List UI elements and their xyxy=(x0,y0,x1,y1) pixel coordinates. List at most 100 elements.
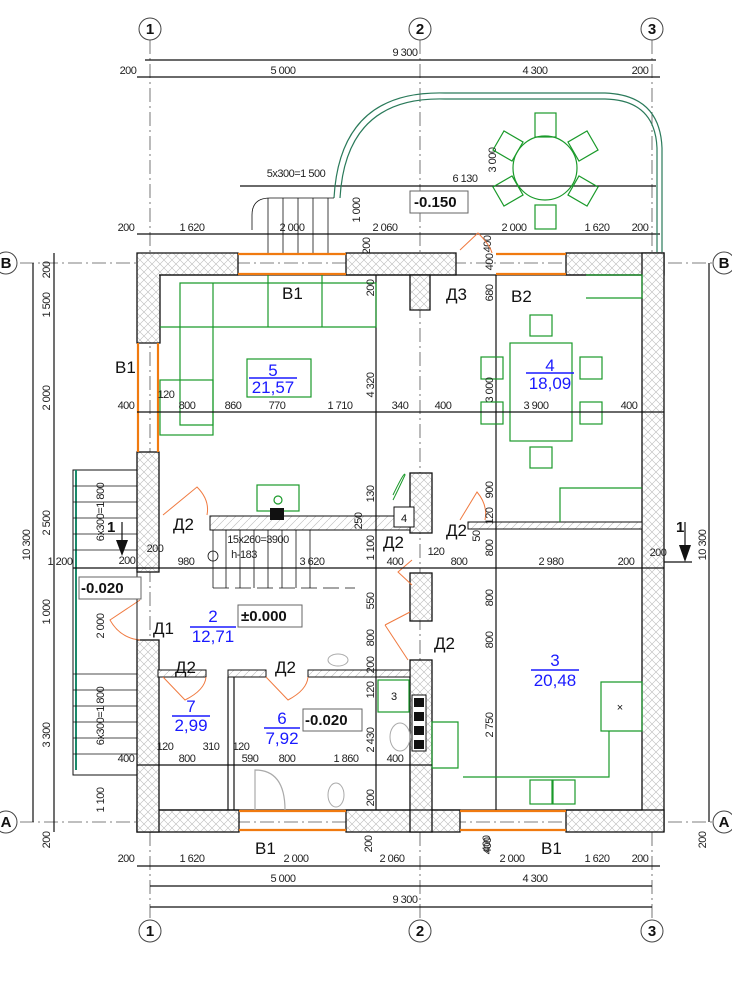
interior-dim: 770 xyxy=(269,400,286,412)
svg-text:1: 1 xyxy=(676,519,684,536)
bottom-opening-dim: 1 620 xyxy=(584,853,609,865)
interior-dim: 340 xyxy=(392,400,409,412)
svg-text:A: A xyxy=(1,814,12,831)
top-opening-dim: 1 620 xyxy=(584,222,609,234)
left-chain-dim: 1 500 xyxy=(41,292,53,317)
interior-dim: 400 xyxy=(118,400,135,412)
bottom-span-dim: 5 000 xyxy=(270,873,295,885)
stair-height-dim: h-183 xyxy=(231,549,257,561)
chair xyxy=(492,130,524,162)
svg-text:-0.150: -0.150 xyxy=(414,194,457,211)
interior-dim: 2 980 xyxy=(538,556,563,568)
interior-vdim: 800 xyxy=(484,631,496,648)
interior-dim: 400 xyxy=(118,753,135,765)
left-chain-dim: 1 100 xyxy=(95,787,107,812)
bottom-opening-dim: 200 xyxy=(118,853,135,865)
walls xyxy=(136,252,665,833)
svg-text:12,71: 12,71 xyxy=(192,627,235,646)
svg-text:-0.020: -0.020 xyxy=(305,712,348,729)
left-chain-dim: 2 000 xyxy=(41,385,53,410)
interior-dim: 590 xyxy=(242,753,259,765)
svg-text:2,99: 2,99 xyxy=(174,716,207,735)
axis-bubble-1-top: 1 xyxy=(138,17,162,41)
left-chain-dim: 200 xyxy=(41,831,53,848)
left-stair-bottom-dim: 6x300=1 800 xyxy=(95,686,107,745)
svg-text:B: B xyxy=(719,255,730,272)
porch-depth-dim: 1 000 xyxy=(351,197,363,222)
interior-vdim: 200 xyxy=(365,279,377,296)
interior-vdim: 2 750 xyxy=(484,712,496,737)
interior-vdim: 800 xyxy=(365,629,377,646)
terrace-depth-dim: 3 000 xyxy=(487,147,499,172)
door-tag-d3: Д3 xyxy=(446,285,467,304)
axis-bubble-1-bottom: 1 xyxy=(138,919,162,943)
window-tag-b2: B2 xyxy=(511,287,532,306)
axis-bubble-3-top: 3 xyxy=(640,17,664,41)
tags: B1 B1 B2 Д3 Д2 Д2 Д2 Д2 Д2 Д2 Д1 B1 B1 xyxy=(115,284,562,858)
interior-dim: 400 xyxy=(387,556,404,568)
right-overall-dim: 10 300 xyxy=(697,529,709,560)
bottom-opening-dim: 200 xyxy=(632,853,649,865)
interior-vdim: 4 320 xyxy=(365,372,377,397)
interior-dim: 310 xyxy=(203,741,220,753)
interior-vdim: 120 xyxy=(365,681,377,698)
bottom-opening-dim: 2 000 xyxy=(499,853,524,865)
top-span-dim: 4 300 xyxy=(522,65,547,77)
interior-dim: 400 xyxy=(387,753,404,765)
kitchen-units: × xyxy=(431,681,643,805)
left-chain-dim: 3 300 xyxy=(41,722,53,747)
svg-text:3: 3 xyxy=(648,923,656,940)
stair-inner-dim: 15x260=3900 xyxy=(227,534,289,546)
level-mark-terrace: -0.150 xyxy=(409,190,469,214)
room-label-frame xyxy=(246,358,312,398)
level-mark-porch: -0.020 xyxy=(78,576,142,600)
top-opening-dim: 2 060 xyxy=(372,222,397,234)
interior-dim: 800 xyxy=(179,753,196,765)
bottom-overall-dim: 9 300 xyxy=(392,894,417,906)
interior-vdim: 3 000 xyxy=(484,377,496,402)
interior-vdim: 120 xyxy=(484,507,496,524)
chair xyxy=(534,112,557,138)
left-chain-dim: 2 500 xyxy=(41,510,53,535)
equipment-3: 3 xyxy=(391,691,397,703)
interior-vdim: 50 xyxy=(471,530,483,542)
room-5-label: 5 21,57 xyxy=(249,361,297,397)
svg-text:4: 4 xyxy=(545,356,554,375)
interior-vdim: 200 xyxy=(365,789,377,806)
svg-text:18,09: 18,09 xyxy=(529,374,572,393)
svg-text:3: 3 xyxy=(550,651,559,670)
interior-vdim: 900 xyxy=(484,481,496,498)
top-dimensions: 9 300 200 5 000 4 300 200 5x300=1 500 6 … xyxy=(118,47,660,254)
interior-vdim: 800 xyxy=(484,589,496,606)
interior-dim: 200 xyxy=(147,543,164,555)
right-bottom-dim: 200 xyxy=(697,831,709,848)
left-landing-dim: 2 000 xyxy=(95,613,107,638)
interior-dim: 860 xyxy=(225,400,242,412)
top-wall-dim: 200 xyxy=(361,237,373,254)
top-overall-dim: 9 300 xyxy=(392,47,417,59)
sofa xyxy=(159,275,377,436)
chair xyxy=(492,175,524,207)
door-tag-d2: Д2 xyxy=(175,658,196,677)
left-landing-width-dim: 1 200 xyxy=(47,556,72,568)
interior-vdim: 400 xyxy=(484,253,496,270)
top-opening-dim: 2 000 xyxy=(501,222,526,234)
svg-text:±0.000: ±0.000 xyxy=(241,608,287,625)
svg-text:7: 7 xyxy=(186,697,195,716)
top-wall-dim: 400 xyxy=(482,235,494,252)
interior-vdim: 2 430 xyxy=(365,727,377,752)
bottom-wall-dim: 200 xyxy=(363,835,375,852)
axis-bubble-b-right: B xyxy=(712,251,732,275)
interior-dim: 120 xyxy=(157,741,174,753)
room-3-label: 3 20,48 xyxy=(531,651,579,690)
level-mark-hall: ±0.000 xyxy=(237,604,303,628)
right-dimensions: 10 300 200 xyxy=(697,263,710,848)
interior-dim: 800 xyxy=(451,556,468,568)
interior-dim: 3 900 xyxy=(523,400,548,412)
terrace xyxy=(333,92,663,252)
interior-stair xyxy=(207,484,355,589)
door-tag-d2: Д2 xyxy=(173,515,194,534)
svg-text:1: 1 xyxy=(146,923,154,940)
bottom-opening-dim: 2 000 xyxy=(283,853,308,865)
